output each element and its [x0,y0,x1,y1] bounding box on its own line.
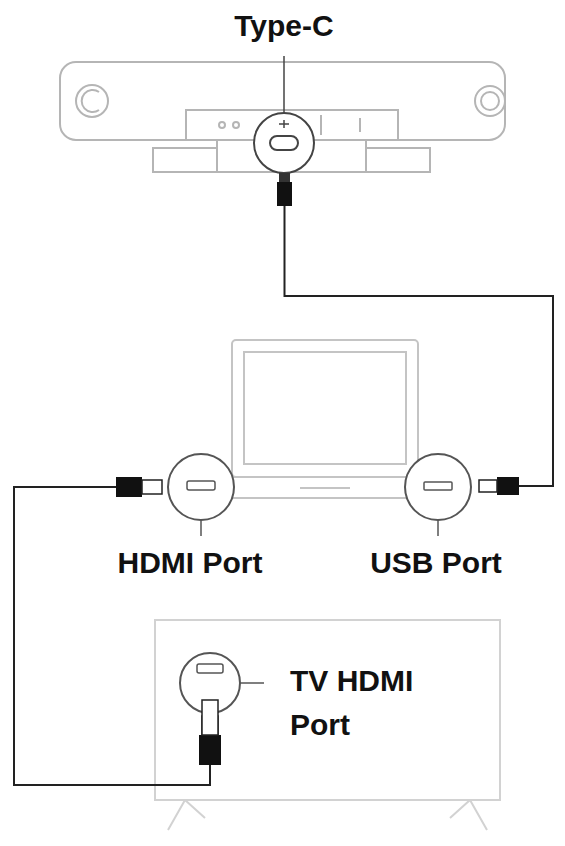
bar-speaker-right [475,86,505,116]
bar-indicator [219,122,225,128]
bar-clip [366,148,430,172]
laptop-screen [232,340,418,477]
tv-hdmi-port [180,653,264,765]
hdmi-wire [14,487,210,785]
camera-bar [60,62,505,172]
tv [155,620,500,830]
leader-line [240,682,264,684]
hdmi-plug [116,477,142,497]
usb-cable [277,173,553,495]
tv-hdmi-plug-tip [202,700,218,735]
bar-slot [359,118,361,132]
label-wrap: Type-C [134,4,434,48]
laptop-usb-port [405,454,471,536]
leader-line [200,520,202,536]
port-magnifier [168,454,234,520]
usb-plug [497,477,519,495]
laptop-display [244,352,406,464]
tv-hdmi-plug [199,735,221,765]
port-magnifier [254,113,314,173]
usb-plug-tip [479,480,497,492]
leader-line [437,520,439,536]
bar-clip [153,148,217,172]
type-c-plug [277,182,292,206]
bar-speaker-left-mark [82,90,99,112]
label-wrap: HDMI Port [70,541,310,585]
type-c-port [254,56,314,173]
bar-slot [320,115,322,135]
hdmi-socket [197,664,223,673]
label-wrap: TV HDMI Port [290,659,460,746]
hdmi-plug-tip [142,480,162,494]
usb-icon [279,120,289,128]
hdmi-socket [187,481,215,490]
bar-indicator [233,122,239,128]
tv-stand [168,800,205,830]
type-c-socket [270,136,298,150]
usb-wire [285,206,554,486]
leader-line [283,56,285,113]
bar-speaker-right-inner [481,92,499,110]
laptop-touchpad [300,487,350,489]
callout-label: Type-C [134,4,434,48]
laptop-hdmi-port [168,454,234,536]
usb-socket [424,482,452,490]
bar-speaker-left [76,85,108,117]
label-wrap: USB Port [326,541,546,585]
tv-stand [450,800,487,830]
hdmi-cable [14,477,221,785]
callout-label: HDMI Port [70,541,310,585]
callout-label: USB Port [326,541,546,585]
callout-label: TV HDMI Port [290,659,460,746]
type-c-plug-tip [279,173,290,183]
port-magnifier [405,454,471,520]
tv-screen [155,620,500,800]
tv-hdmi-plug [199,735,221,765]
